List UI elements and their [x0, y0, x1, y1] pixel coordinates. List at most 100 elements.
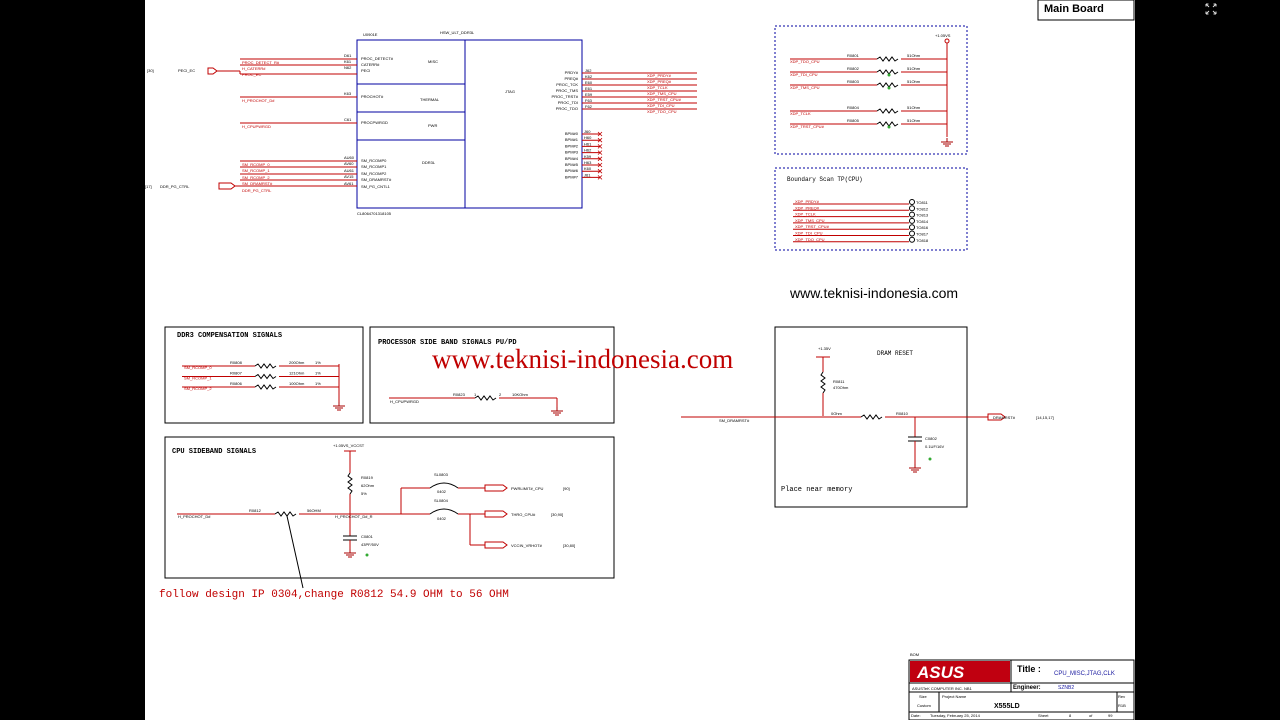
schematic-canvas: Main Board U0901E HSW_ULT_DDR3L CL806470… — [145, 0, 1135, 720]
bs-net-label: XDP_TDI_CPU — [795, 231, 823, 236]
cpu-right-pins: PRDY#J62XDP_PRDY#PREQ#K62XDP_PREQ#PROC_T… — [552, 68, 697, 114]
c0801-value: 43PF/50V — [361, 542, 379, 547]
cpu-top-label: HSW_ULT_DDR3L — [440, 30, 475, 35]
r0811-symbol — [820, 371, 826, 394]
test-point-symbol — [909, 230, 915, 237]
sheet-total: 99 — [1108, 713, 1113, 718]
cpu-left-pin-name: CATERR# — [361, 62, 380, 67]
expand-icon[interactable] — [1205, 3, 1217, 15]
sl0803-value: 0402 — [437, 489, 447, 494]
xdp-rail-symbol — [944, 38, 950, 44]
cpu-left-pin-name: SM_RCOMP0 — [361, 158, 387, 163]
cpu-right-pin-net: XDP_TRST_CPU# — [647, 97, 682, 102]
sideband-pupd-box — [369, 326, 615, 424]
dram-out-ref: [14,15,17] — [1036, 415, 1054, 420]
xdp-resistor — [876, 69, 899, 75]
cpu-left-pins: D61PROC_DETECT#PROC_DETECT_R#K61CATERR#H… — [240, 53, 394, 193]
title-block: BOM ASUS Title : CPU_MISC,JTAG,CLK ASUST… — [908, 652, 1135, 720]
cpu-bpm-pin-name: BPM#3 — [565, 150, 579, 155]
ddr3-resistor-ref: R0808 — [230, 360, 243, 365]
r0812-symbol — [274, 511, 297, 517]
xdp-resistor-ref: R0804 — [847, 105, 860, 110]
no-connect-mark — [597, 131, 603, 137]
dram-out-net: DRAMRST# — [993, 415, 1016, 420]
cpu-right-pin-number: E60 — [585, 80, 593, 85]
xdp-resistor — [876, 121, 899, 127]
cpu-right-pin-name: PROC_TDI — [558, 100, 578, 105]
cpu-ref: U0901E — [363, 32, 378, 37]
cpu-sec-pwr: PWR — [428, 123, 437, 128]
no-connect-mark — [597, 168, 603, 174]
ddr3-resistor — [254, 384, 277, 390]
ddr3-resistor-value: 200Ohm — [289, 360, 305, 365]
bs-test-point-ref: TO814 — [916, 219, 929, 224]
sb-rail-label: +1.05VS_VCCST — [333, 443, 365, 448]
cpu-left-pin-number: AU61 — [344, 168, 355, 173]
ddr3-resistor-value: 121Ohm — [289, 371, 305, 376]
cpu-right-pin-name: PREQ# — [564, 76, 578, 81]
ddr-offpage-arrow — [218, 182, 236, 190]
cpu-sec-misc: MISC — [428, 59, 438, 64]
ddr3-resistor-ref: R0806 — [230, 381, 243, 386]
bs-net-label: XDP_TCLK — [795, 212, 816, 217]
cpu-right-pin-net: XDP_TCLK — [647, 85, 668, 90]
cpu-bpm-pin-number: H61 — [584, 141, 592, 146]
cpu-left-pin-net: SM_DRAMRST# — [242, 181, 273, 186]
r0819-symbol — [347, 472, 353, 495]
cpu-sideband-title: CPU SIDEBAND SIGNALS — [172, 448, 256, 456]
cpu-bpm-pin-name: BPM#2 — [565, 143, 579, 148]
c0802-value: 0.1UF/16V — [925, 444, 944, 449]
cpu-sec-thermal: THERMAL — [420, 97, 440, 102]
engineer-name: SZNB2 — [1058, 685, 1074, 691]
cpu-bpm-pin-name: BPM#1 — [565, 137, 579, 142]
r0811-ref: R0811 — [833, 379, 845, 384]
design-annotation: follow design IP 0304,change R0812 54.9 … — [159, 589, 509, 601]
ddr3-comp-title: DDR3 COMPENSATION SIGNALS — [177, 332, 282, 340]
c0802-bom-dot — [928, 457, 932, 461]
xdp-resistor-ref: R0803 — [847, 79, 860, 84]
r0823-pin2: 2 — [499, 392, 502, 397]
sl0804-value: 0402 — [437, 516, 447, 521]
test-point-symbol — [909, 236, 915, 243]
sheet-of: of — [1089, 713, 1093, 718]
cpu-right-pin-name: PRDY# — [565, 70, 579, 75]
ddr3-resistor — [254, 373, 277, 380]
ddr-net-label: DDR_PG_CTRL — [160, 184, 190, 189]
dram-note: Place near memory — [781, 486, 852, 494]
cpu-left-pin-number: C61 — [344, 117, 352, 122]
xdp-bom-dot — [887, 73, 891, 77]
cpu-bpm-pin-number: J60 — [584, 129, 591, 134]
xdp-net-label: XDP_TCLK — [790, 111, 811, 116]
sheet-no: 8 — [1069, 713, 1072, 718]
cpu-right-pin-number: K62 — [585, 74, 593, 79]
cpu-right-pin-name: PROC_TDO — [556, 106, 578, 111]
cpu-bpm-pin-name: BPM#7 — [565, 174, 579, 179]
r0810-ref: R0810 — [896, 411, 909, 416]
dram-in-net: SM_DRAMRST# — [719, 418, 750, 423]
xdp-resistor — [876, 82, 899, 88]
test-point-symbol — [909, 224, 915, 231]
bs-net-label: XDP_TMS_CPU — [795, 218, 825, 223]
ddr3-net-label: SM_RCOMP_2 — [184, 386, 212, 391]
watermark-top: www.teknisi-indonesia.com — [789, 285, 958, 301]
bs-test-point-ref: TO818 — [916, 238, 929, 243]
cpu-bpm-pin-number: H60 — [584, 135, 592, 140]
dramrst-offpage-arrow — [987, 413, 1006, 421]
ddr3-net-label: SM_RCOMP_0 — [184, 365, 212, 370]
xdp-bom-dot — [887, 86, 891, 90]
cpu-right-pin-name: PROC_TRST# — [552, 94, 579, 99]
cpu-left-pin-number: AV61 — [344, 181, 354, 186]
cpu-bpm-pin-number: J61 — [584, 172, 591, 177]
sb-out3-net: VCCIN_VRHOT# — [511, 543, 543, 548]
cpu-left-pin-net: H_CPUPWRGD — [242, 124, 271, 129]
ddr3-resistor-tolerance: 1% — [315, 381, 321, 386]
ddr-offpage-ref: [17] — [145, 184, 152, 189]
cpu-left-pin-net: H_PROCHOT_D# — [242, 98, 275, 103]
no-connect-mark — [597, 175, 603, 180]
bs-net-label: XDP_TRST_CPU# — [795, 224, 830, 229]
cpu-right-pin-net: XDP_TDI_CPU — [647, 103, 675, 108]
bs-net-label: XDP_PRDY# — [795, 199, 820, 204]
